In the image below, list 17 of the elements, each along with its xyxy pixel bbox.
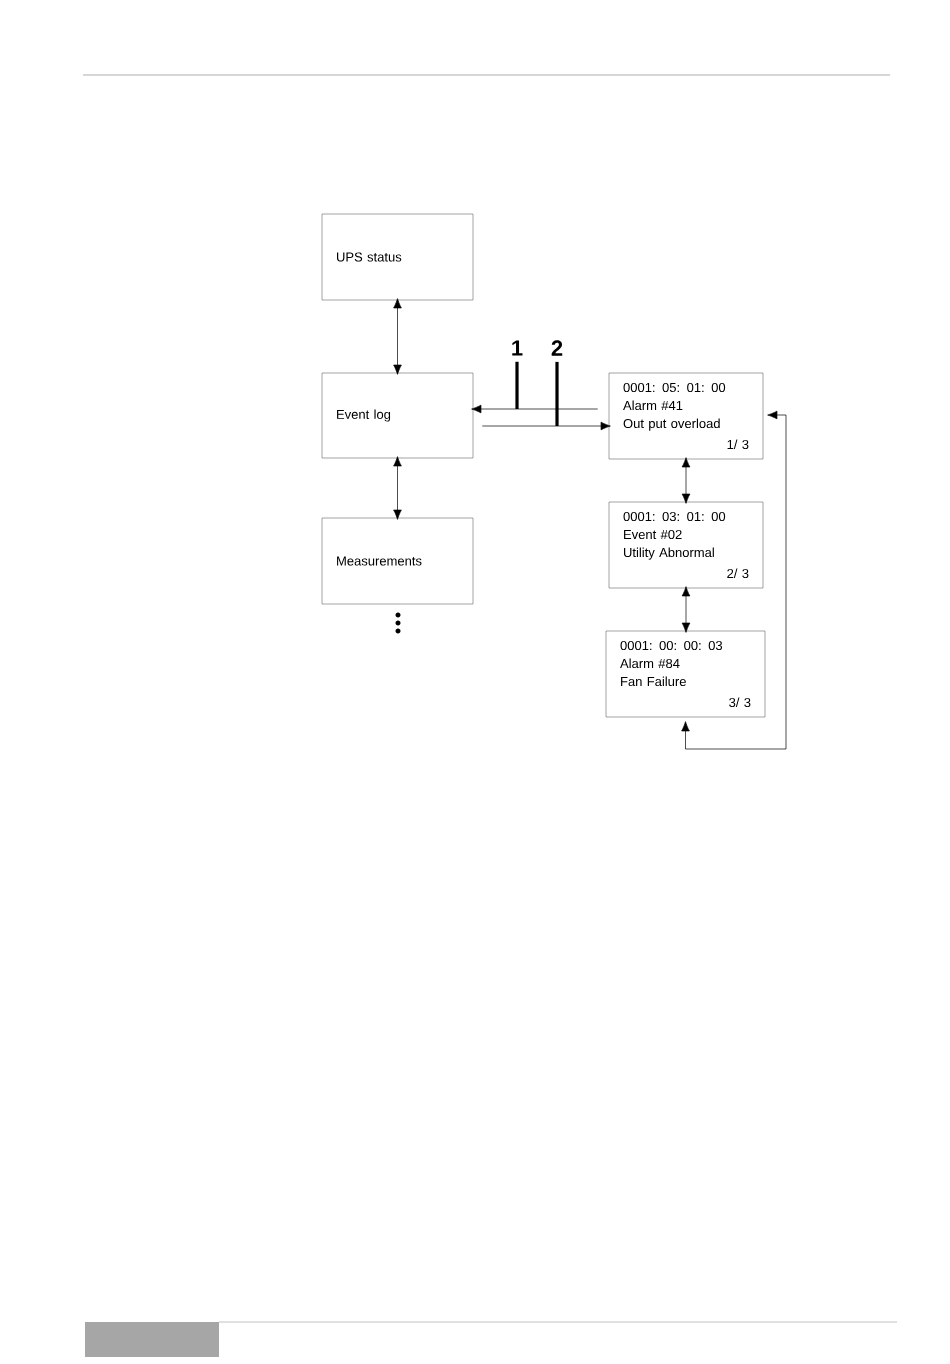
menu-box: UPS status [321, 213, 474, 301]
menu-box: Measurements [321, 517, 474, 605]
callout-number: 2 [551, 340, 563, 356]
arrow [393, 298, 402, 375]
arrow [681, 586, 691, 633]
leader-line [555, 361, 559, 426]
leader-line [515, 361, 519, 409]
display-screen-box: 0001: 00: 00: 03 Alarm #84 Fan Failure 3/ 3 [605, 630, 766, 718]
callout-number: 1 [512, 340, 523, 356]
arrow [393, 456, 402, 520]
display-screen-box: 0001: 03: 01: 00 Event #02 Utility Abnormal 2/ 3 [608, 501, 764, 589]
arrow [681, 457, 691, 504]
menu-box: Event log [321, 372, 474, 459]
arrow [681, 410, 787, 750]
display-screen-box: 0001: 05: 01: 00 Alarm #41 Out put overload 1/ 3 [608, 372, 764, 460]
arrow [481, 421, 611, 431]
arrow [471, 404, 599, 414]
